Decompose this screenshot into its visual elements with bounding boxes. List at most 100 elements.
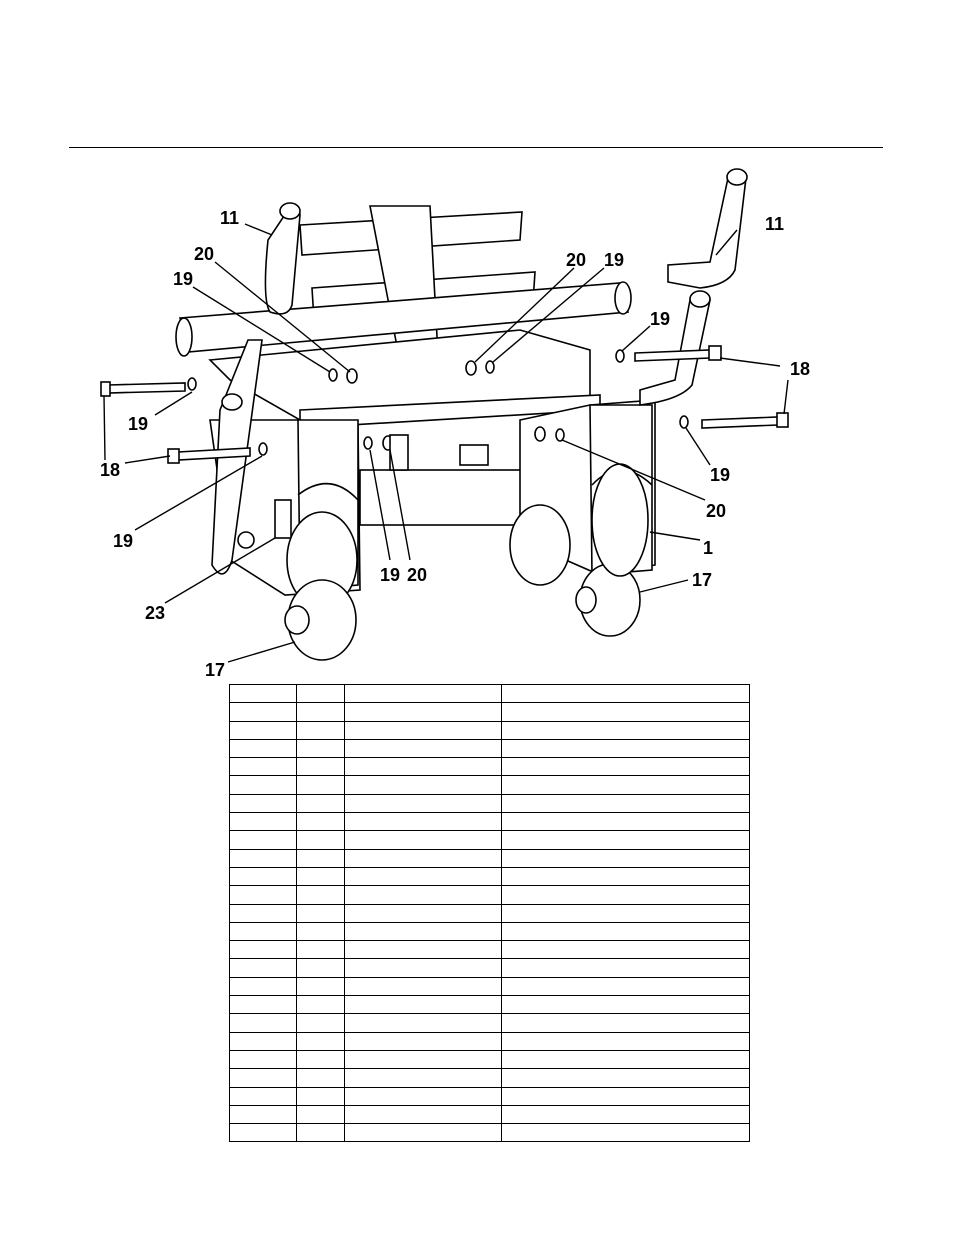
table-cell	[344, 885, 502, 905]
callout-19-right: 19	[710, 465, 730, 485]
table-cell	[344, 1104, 502, 1125]
table-cell	[501, 738, 750, 759]
table-cell	[229, 866, 297, 887]
callout-18-left: 18	[100, 460, 120, 480]
table-cell	[501, 757, 750, 777]
table-row	[229, 903, 750, 923]
callout-19-left: 19	[128, 414, 148, 434]
table-cell	[296, 1086, 345, 1106]
table-row	[229, 738, 750, 759]
table-cell	[296, 702, 345, 722]
table-row	[229, 958, 750, 978]
washer-a	[187, 377, 197, 391]
table-cell	[229, 683, 297, 704]
parts-list-body	[229, 683, 750, 1143]
table-cell	[229, 848, 297, 868]
table-cell	[296, 885, 345, 905]
table-cell	[229, 995, 297, 1015]
table-cell	[229, 1086, 297, 1106]
table-cell	[229, 702, 297, 722]
table-cell	[296, 1104, 345, 1125]
wheel-right-front-hub	[575, 586, 597, 614]
bolt-right-lower	[701, 416, 779, 429]
table-cell	[229, 885, 297, 905]
handle-right-front	[639, 299, 711, 406]
table-cell	[229, 738, 297, 759]
table-cell	[229, 830, 297, 850]
bolt-right-lower-head	[776, 412, 789, 428]
table-cell	[296, 1049, 345, 1070]
table-cell	[229, 1123, 297, 1143]
table-cell	[296, 1013, 345, 1033]
callout-1-frame: 1	[703, 538, 713, 558]
exploded-parts-diagram: 11 11 20 19 20 19 19 18 19 18 19 19 20 1…	[100, 168, 810, 680]
bolt-right-upper	[634, 349, 711, 362]
table-cell	[344, 1031, 502, 1051]
table-cell	[501, 848, 750, 868]
table-cell	[501, 866, 750, 887]
table-cell	[344, 995, 502, 1015]
table-cell	[296, 866, 345, 887]
bolt-left-upper	[107, 382, 186, 394]
table-cell	[344, 1068, 502, 1088]
callout-20-right: 20	[706, 501, 726, 521]
cross-tube-end-right	[614, 281, 632, 315]
table-row	[229, 995, 750, 1015]
table-row	[229, 1013, 750, 1033]
washer-f	[679, 415, 689, 429]
handle-left-upper-cap	[279, 202, 301, 220]
table-cell	[229, 921, 297, 942]
table-cell	[501, 903, 750, 923]
table-cell	[344, 830, 502, 850]
nut-c	[534, 426, 546, 442]
table-cell	[344, 738, 502, 759]
callout-20-center: 20	[407, 565, 427, 585]
table-cell	[296, 812, 345, 832]
handle-left-front-cap	[221, 393, 243, 411]
table-row	[229, 848, 750, 868]
wheel-right-side	[591, 463, 649, 577]
table-cell	[296, 720, 345, 740]
callout-19-center: 19	[380, 565, 400, 585]
left-wheel-arch	[297, 482, 359, 501]
latch-plate	[274, 499, 292, 539]
callout-23: 23	[145, 603, 165, 623]
table-row	[229, 1049, 750, 1070]
header-rule	[69, 147, 883, 148]
handle-right-front-cap	[689, 290, 711, 308]
table-cell	[501, 1068, 750, 1088]
table-row	[229, 812, 750, 832]
table-cell	[344, 1049, 502, 1070]
table-cell	[501, 1123, 750, 1143]
washer-d	[485, 360, 495, 374]
table-cell	[501, 830, 750, 850]
table-row	[229, 1123, 750, 1143]
table-cell	[229, 1049, 297, 1070]
table-cell	[296, 903, 345, 923]
table-cell	[229, 793, 297, 814]
table-row	[229, 757, 750, 777]
table-cell	[501, 976, 750, 997]
callout-labels: 11 11 20 19 20 19 19 18 19 18 19 19 20 1…	[100, 208, 810, 680]
table-cell	[296, 940, 345, 960]
table-cell	[501, 921, 750, 942]
washer-b	[258, 442, 268, 456]
table-cell	[501, 812, 750, 832]
callout-11-right: 11	[765, 214, 784, 234]
table-row	[229, 885, 750, 905]
table-cell	[296, 830, 345, 850]
table-cell	[229, 775, 297, 795]
table-cell	[344, 702, 502, 722]
table-cell	[501, 793, 750, 814]
table-cell	[229, 976, 297, 997]
washer-g	[555, 428, 565, 442]
callout-20-upper-left: 20	[194, 244, 214, 264]
callout-19-upper-left: 19	[173, 269, 193, 289]
nut-b	[465, 360, 477, 376]
table-cell	[501, 1086, 750, 1106]
table-cell	[344, 958, 502, 978]
parts-list-table	[229, 683, 750, 1143]
table-cell	[296, 1123, 345, 1143]
table-cell	[344, 976, 502, 997]
table-cell	[229, 1104, 297, 1125]
